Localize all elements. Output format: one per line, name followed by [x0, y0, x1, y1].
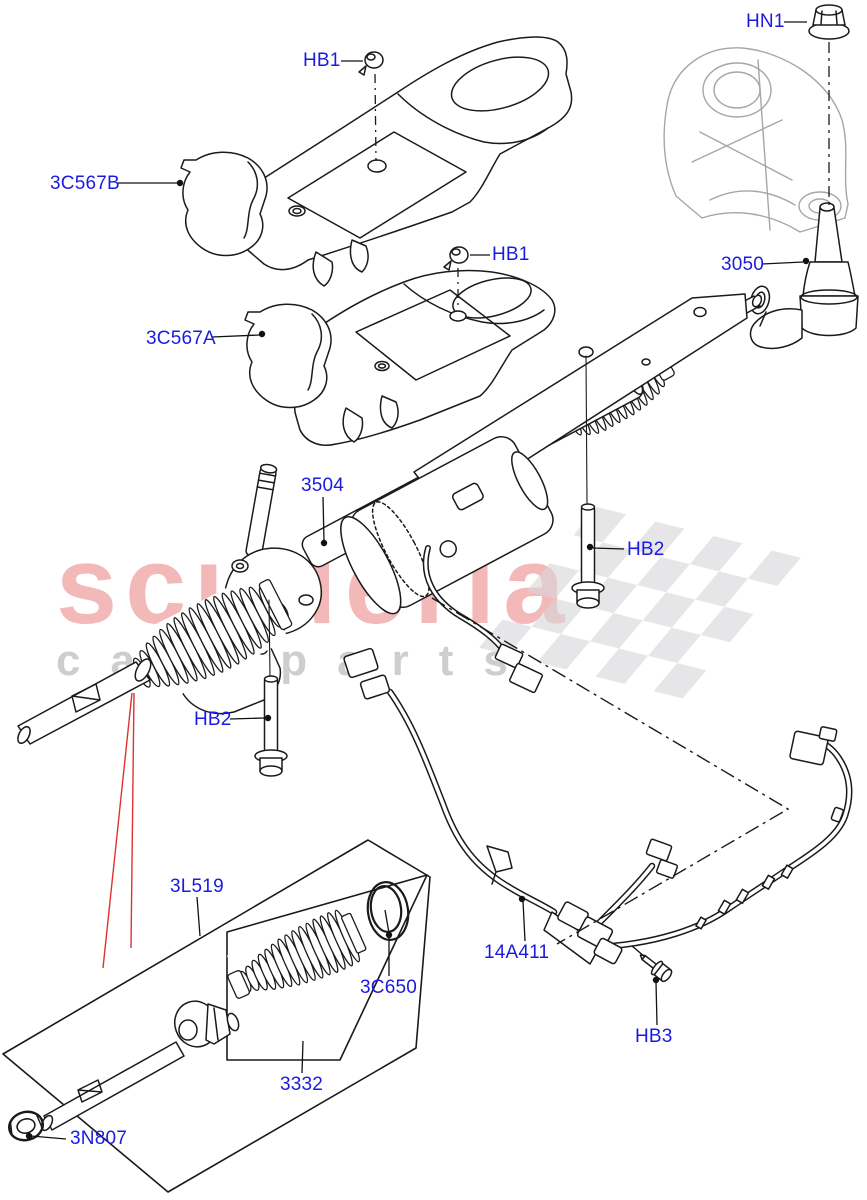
- label-hb3[interactable]: HB3: [635, 1026, 673, 1047]
- bellows-boot-left: [123, 573, 293, 707]
- label-hb1-mid[interactable]: HB1: [492, 244, 530, 265]
- bolt-hb2-left: [254, 599, 288, 777]
- leader-lines: [30, 21, 807, 1140]
- red-leader-lines: [102, 692, 135, 969]
- label-3l519[interactable]: 3L519: [170, 876, 224, 897]
- leader-dots: [25, 179, 810, 1140]
- screw-hb1-mid: [443, 246, 469, 271]
- label-3050[interactable]: 3050: [721, 254, 765, 275]
- motor-pigtail: [422, 545, 544, 694]
- heat-shield-upper: [180, 36, 573, 287]
- label-3504[interactable]: 3504: [301, 475, 345, 496]
- label-hb2-left[interactable]: HB2: [194, 709, 232, 730]
- label-14a411[interactable]: 14A411: [484, 942, 550, 963]
- screw-hb1-top: [358, 51, 384, 76]
- nut-hn1: [808, 4, 850, 40]
- label-3n807[interactable]: 3N807: [70, 1128, 127, 1149]
- label-3c567b[interactable]: 3C567B: [50, 173, 120, 194]
- label-3c650[interactable]: 3C650: [360, 977, 417, 998]
- label-hb2-right[interactable]: HB2: [627, 539, 665, 560]
- label-3332[interactable]: 3332: [280, 1074, 324, 1095]
- label-hn1[interactable]: HN1: [746, 11, 785, 32]
- rack-end-left: [17, 658, 152, 745]
- nut-3n807: [7, 1110, 45, 1142]
- phantom-lines: [374, 42, 830, 945]
- wiring-harness: [343, 647, 853, 965]
- label-3c567a[interactable]: 3C567A: [146, 328, 216, 349]
- inner-tie-rod-kit: [40, 1000, 240, 1132]
- bellows-boot-kit: [226, 903, 370, 1013]
- label-hb1-top[interactable]: HB1: [303, 50, 341, 71]
- knuckle-faint: [663, 47, 849, 233]
- tie-rod-end: [749, 202, 859, 350]
- heat-shield-lower: [244, 269, 556, 446]
- kit-box-outer: [2, 839, 431, 1193]
- epas-motor: [340, 436, 554, 615]
